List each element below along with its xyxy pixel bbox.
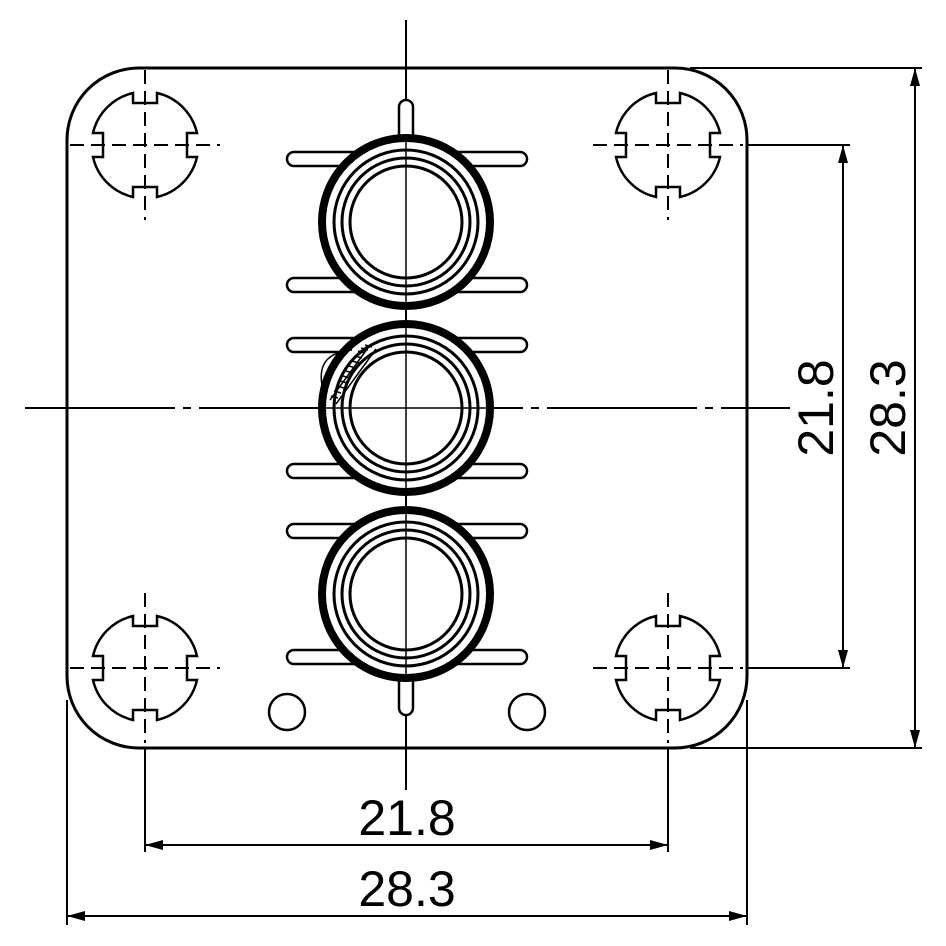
mounting-hole-top-left: [70, 70, 220, 220]
small-hole-left: [267, 692, 307, 732]
dimension-arrows: [67, 68, 920, 921]
dimension-lines: [66, 67, 922, 925]
spring-detail: [320, 344, 377, 405]
dimension-inner-width: 21.8: [358, 790, 455, 846]
mounting-hole-bottom-right: [593, 593, 743, 743]
dimension-outer-width: 28.3: [358, 861, 455, 917]
mounting-holes: [70, 70, 743, 743]
small-holes: [267, 692, 547, 732]
mounting-hole-bottom-left: [70, 593, 220, 743]
dimension-outer-height: 28.3: [860, 359, 916, 456]
mounting-hole-top-right: [593, 70, 743, 220]
small-hole-right: [507, 692, 547, 732]
dimension-inner-height: 21.8: [788, 359, 844, 456]
